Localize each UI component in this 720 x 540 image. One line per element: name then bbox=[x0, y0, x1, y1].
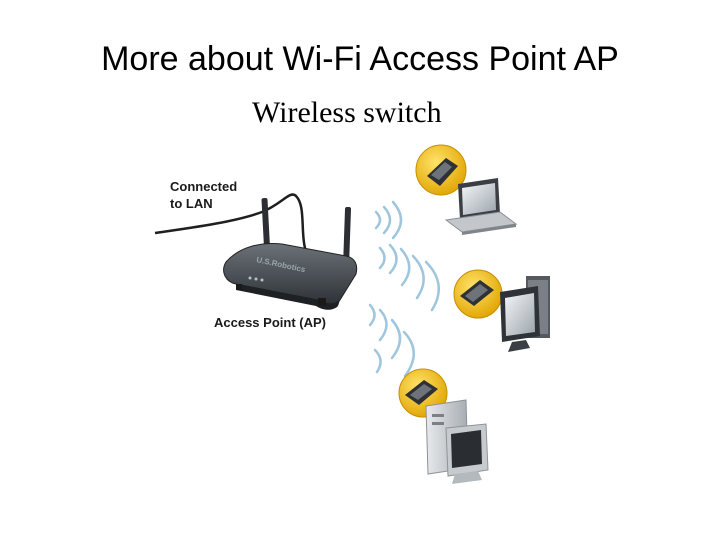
lan-label-line2: to LAN bbox=[170, 196, 213, 211]
lan-label-line1: Connected bbox=[170, 179, 237, 194]
lan-cable bbox=[154, 193, 308, 253]
slide-title: More about Wi-Fi Access Point AP bbox=[101, 40, 619, 78]
slide-subtitle: Wireless switch bbox=[252, 96, 442, 129]
wireless-wave-icon bbox=[368, 200, 440, 378]
laptop-icon bbox=[444, 178, 518, 235]
desktop-monitor-icon bbox=[500, 276, 550, 352]
access-point-router: U.S.Robotics bbox=[223, 197, 358, 310]
access-point-label: Access Point (AP) bbox=[214, 315, 326, 330]
wireless-card-icon bbox=[415, 144, 467, 196]
desktop-computer-icon bbox=[425, 399, 489, 484]
wireless-card-icon bbox=[453, 269, 503, 319]
